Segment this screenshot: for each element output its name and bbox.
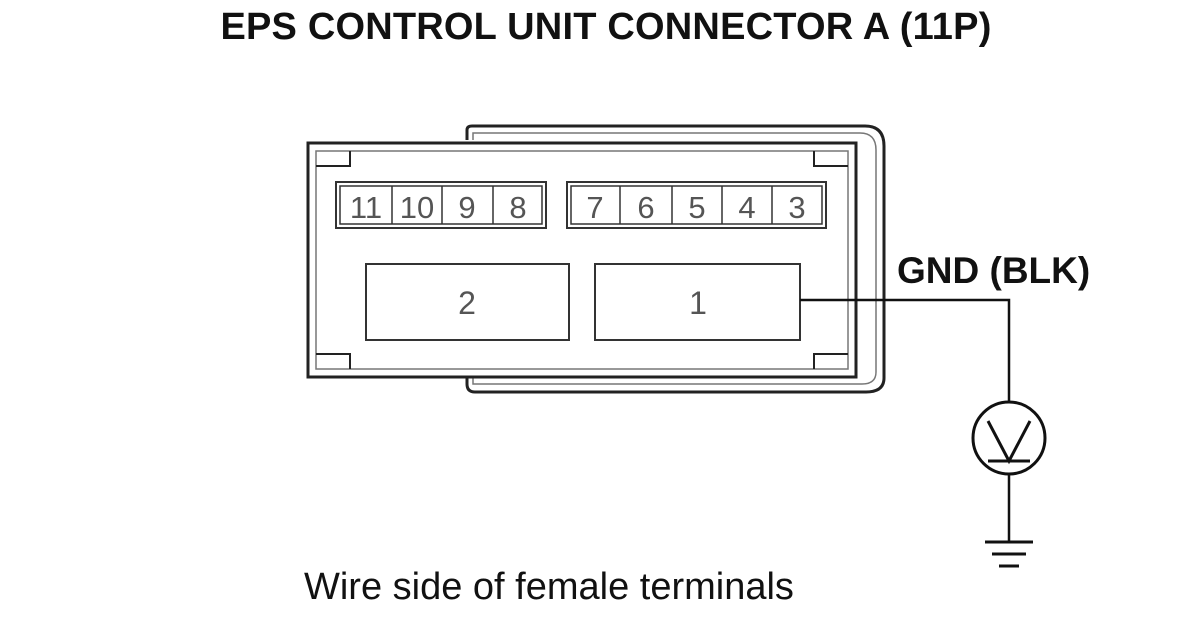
connector-housing — [306, 141, 858, 379]
terminal-11-label: 11 — [350, 190, 382, 225]
terminal-3-label: 3 — [788, 190, 805, 225]
terminal-9-label: 9 — [458, 190, 475, 225]
terminal-2-label: 2 — [458, 285, 476, 321]
terminal-10-label: 10 — [400, 190, 434, 225]
diagram-caption: Wire side of female terminals — [304, 566, 794, 608]
terminal-6-label: 6 — [637, 190, 654, 225]
terminal-2: 2 — [365, 263, 570, 341]
voltmeter-icon — [971, 400, 1047, 476]
terminal-8-label: 8 — [509, 190, 526, 225]
connector-housing-inner — [315, 150, 849, 370]
terminal-5-label: 5 — [688, 190, 705, 225]
terminal-1-label: 1 — [689, 285, 707, 321]
connector-back-shell-inner — [472, 132, 877, 385]
terminal-group-left: 11 10 9 8 — [335, 181, 547, 229]
diagram-title: EPS CONTROL UNIT CONNECTOR A (11P) — [220, 6, 992, 48]
terminal-7-label: 7 — [586, 190, 603, 225]
corner-latch-top-left — [316, 151, 351, 167]
ground-wire — [800, 298, 1011, 403]
corner-latch-top-right — [813, 151, 848, 167]
corner-latch-bottom-right — [813, 353, 848, 369]
terminal-4-label: 4 — [738, 190, 755, 225]
terminal-1: 1 — [594, 263, 801, 341]
corner-latch-bottom-left — [316, 353, 351, 369]
terminal-group-right: 7 6 5 4 3 — [566, 181, 827, 229]
ground-wire-label: GND (BLK) — [897, 250, 1091, 291]
ground-symbol-icon — [985, 540, 1033, 568]
